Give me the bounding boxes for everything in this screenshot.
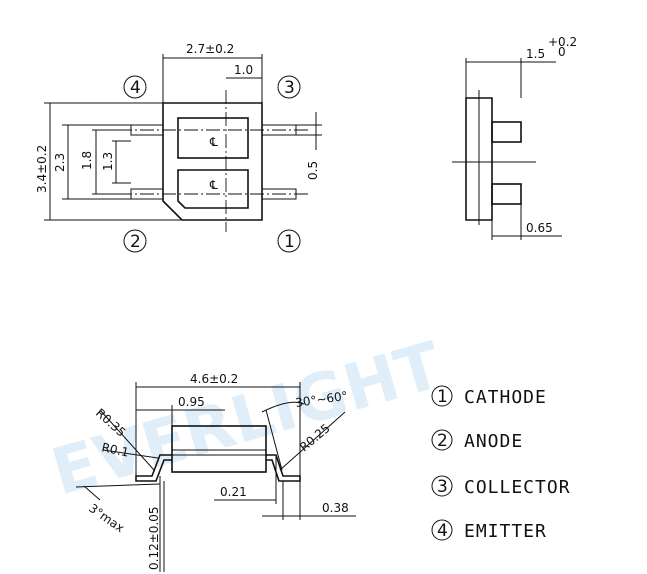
side-view-lead-upper bbox=[491, 121, 522, 143]
svg-text:COLLECTOR: COLLECTOR bbox=[464, 477, 571, 498]
pin4-marker: 4 bbox=[123, 75, 147, 99]
centerline-mark-lower: ℄ bbox=[209, 178, 218, 192]
lead-dim-label: 0.65 bbox=[526, 221, 553, 235]
legend-item-collector: 3 COLLECTOR bbox=[431, 475, 571, 498]
thickness-dim-label: 1.5 bbox=[526, 47, 545, 61]
top-view-body bbox=[162, 102, 263, 221]
lead-thickness-label: 0.12±0.05 bbox=[147, 507, 161, 571]
foot-dim-label: 0.21 bbox=[220, 485, 247, 499]
foot-len-dim-label: 0.38 bbox=[322, 501, 349, 515]
svg-text:4: 4 bbox=[437, 521, 448, 541]
lead-width-dim-label: 0.5 bbox=[306, 161, 320, 180]
svg-text:ANODE: ANODE bbox=[464, 431, 523, 452]
pin-span-dim-label: 2.3 bbox=[53, 153, 67, 172]
thickness-tol-lower: 0 bbox=[558, 45, 566, 59]
svg-text:1: 1 bbox=[437, 387, 448, 407]
body-dim-label: 0.95 bbox=[178, 395, 205, 409]
inner-span-dim-label: 1.8 bbox=[80, 151, 94, 170]
pin2-marker: 2 bbox=[123, 229, 147, 253]
svg-text:1: 1 bbox=[284, 232, 295, 252]
thickness-tol-upper: +0.2 bbox=[548, 35, 577, 49]
width-dim-label: 2.7±0.2 bbox=[186, 42, 234, 56]
svg-text:EMITTER: EMITTER bbox=[464, 521, 547, 542]
profile-view-lead-right bbox=[266, 454, 301, 482]
top-view-die-upper bbox=[177, 117, 249, 159]
pin1-marker: 1 bbox=[277, 229, 301, 253]
legend-item-anode: 2 ANODE bbox=[431, 429, 523, 452]
pin3-marker: 3 bbox=[277, 75, 301, 99]
height-dim-label: 3.4±0.2 bbox=[35, 145, 49, 193]
svg-text:3: 3 bbox=[437, 477, 448, 497]
svg-text:4: 4 bbox=[130, 78, 141, 98]
profile-view-lead-left bbox=[135, 454, 172, 482]
svg-text:CATHODE: CATHODE bbox=[464, 387, 547, 408]
top-view: ℄ ℄ 2.7±0.2 1.0 3.4±0.2 2.3 1.8 1.3 0.5 bbox=[35, 42, 322, 253]
profile-view-body bbox=[171, 425, 267, 473]
side-view: 1.5 +0.2 0 0.65 bbox=[452, 35, 577, 240]
length-dim-label: 4.6±0.2 bbox=[190, 372, 238, 386]
pin-offset-dim-label: 1.0 bbox=[234, 63, 253, 77]
svg-text:2: 2 bbox=[437, 431, 448, 451]
pin-pitch-dim-label: 1.3 bbox=[101, 152, 115, 171]
side-view-lead-lower bbox=[491, 183, 522, 205]
svg-text:2: 2 bbox=[130, 232, 141, 252]
radius-lower-label: R0.1 bbox=[100, 440, 130, 459]
legend-item-cathode: 1 CATHODE bbox=[431, 385, 547, 408]
svg-text:3: 3 bbox=[284, 78, 295, 98]
draft-angle-label: 3°max bbox=[86, 501, 127, 535]
top-view-die-lower bbox=[177, 169, 249, 209]
centerline-mark-upper: ℄ bbox=[209, 135, 218, 149]
legend-item-emitter: 4 EMITTER bbox=[431, 519, 547, 542]
pin-legend: 1 CATHODE 2 ANODE 3 COLLECTOR 4 EMITTER bbox=[431, 385, 571, 542]
